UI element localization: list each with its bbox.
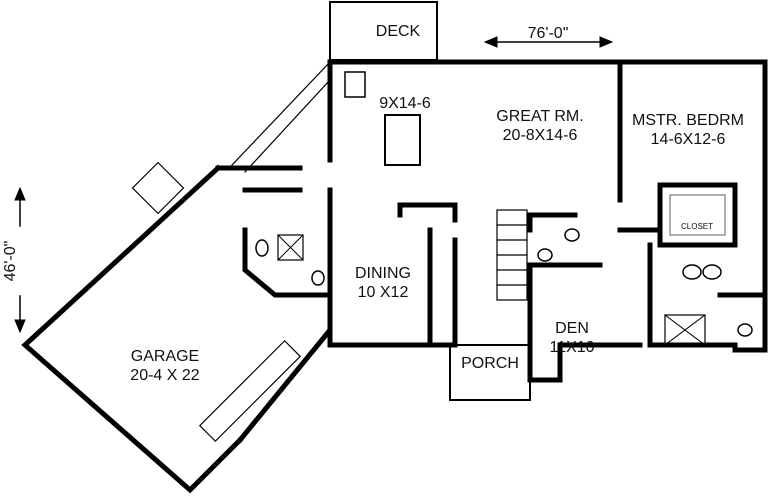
master-bedroom-name: MSTR. BEDRM [632, 112, 744, 129]
garage-name: GARAGE [130, 348, 200, 365]
closet-label: CLOSET [680, 222, 714, 231]
den-name: DEN [555, 320, 589, 337]
den-size: 11X10 [549, 339, 595, 356]
great-room-size: 20-8X14-6 [502, 127, 578, 144]
garage-size: 20-4 X 22 [130, 367, 200, 384]
stairs [496, 209, 528, 301]
master-bedroom-size: 14-6X12-6 [650, 131, 726, 148]
dining-size: 10 X12 [357, 284, 409, 301]
porch-outline [449, 344, 531, 401]
exterior-wall [327, 59, 768, 353]
width-dimension: 76'-0" [527, 25, 569, 42]
kitchen-size: 9X14-6 [379, 95, 431, 112]
porch-label: PORCH [461, 355, 519, 372]
dining-name: DINING [355, 265, 411, 282]
garage-door [198, 339, 302, 443]
great-room-name: GREAT RM. [496, 108, 584, 125]
deck-label: DECK [375, 23, 421, 40]
garage-wall [21, 164, 244, 494]
kitchen-island [384, 114, 421, 166]
kitchen-sink [344, 71, 366, 98]
depth-dimension: 46'-0" [2, 231, 20, 291]
